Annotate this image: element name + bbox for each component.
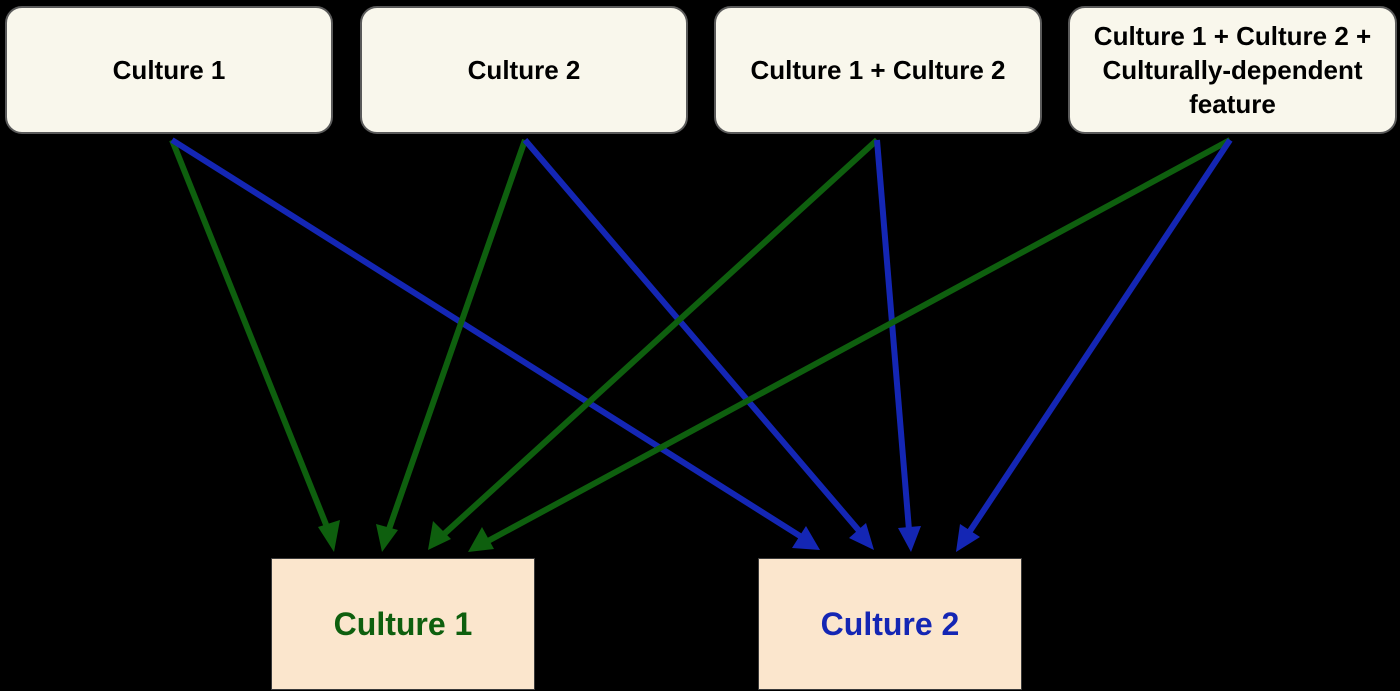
source-label-culturally-dependent-feature: Culture 1 + Culture 2 + Culturally-depen… <box>1093 21 1372 119</box>
source-box-culturally-dependent-feature: Culture 1 + Culture 2 + Culturally-depen… <box>1068 6 1397 134</box>
target-box-culture-2: Culture 2 <box>758 558 1022 690</box>
edge-source-2-to-target-2 <box>522 138 874 550</box>
edge-source-3-to-target-1 <box>428 137 880 550</box>
source-label-culture-1-plus-2: Culture 1 + Culture 2 <box>750 55 1006 85</box>
edge-source-4-to-target-2 <box>956 138 1233 552</box>
source-box-culture-2: Culture 2 <box>360 6 688 134</box>
source-box-culture-1-plus-2: Culture 1 + Culture 2 <box>714 6 1042 134</box>
target-label-culture-1: Culture 1 <box>333 605 473 642</box>
edge-source-3-to-target-2 <box>874 139 921 552</box>
target-box-culture-1: Culture 1 <box>271 558 535 690</box>
source-label-culture-1: Culture 1 <box>112 55 226 85</box>
edge-source-1-to-target-2 <box>170 137 820 550</box>
edge-source-1-to-target-1 <box>169 138 340 552</box>
source-label-culture-2: Culture 2 <box>467 55 581 85</box>
target-label-culture-2: Culture 2 <box>820 605 960 642</box>
edge-source-4-to-target-1 <box>468 137 1232 552</box>
source-box-culture-1: Culture 1 <box>5 6 333 134</box>
edge-source-2-to-target-1 <box>376 139 528 552</box>
